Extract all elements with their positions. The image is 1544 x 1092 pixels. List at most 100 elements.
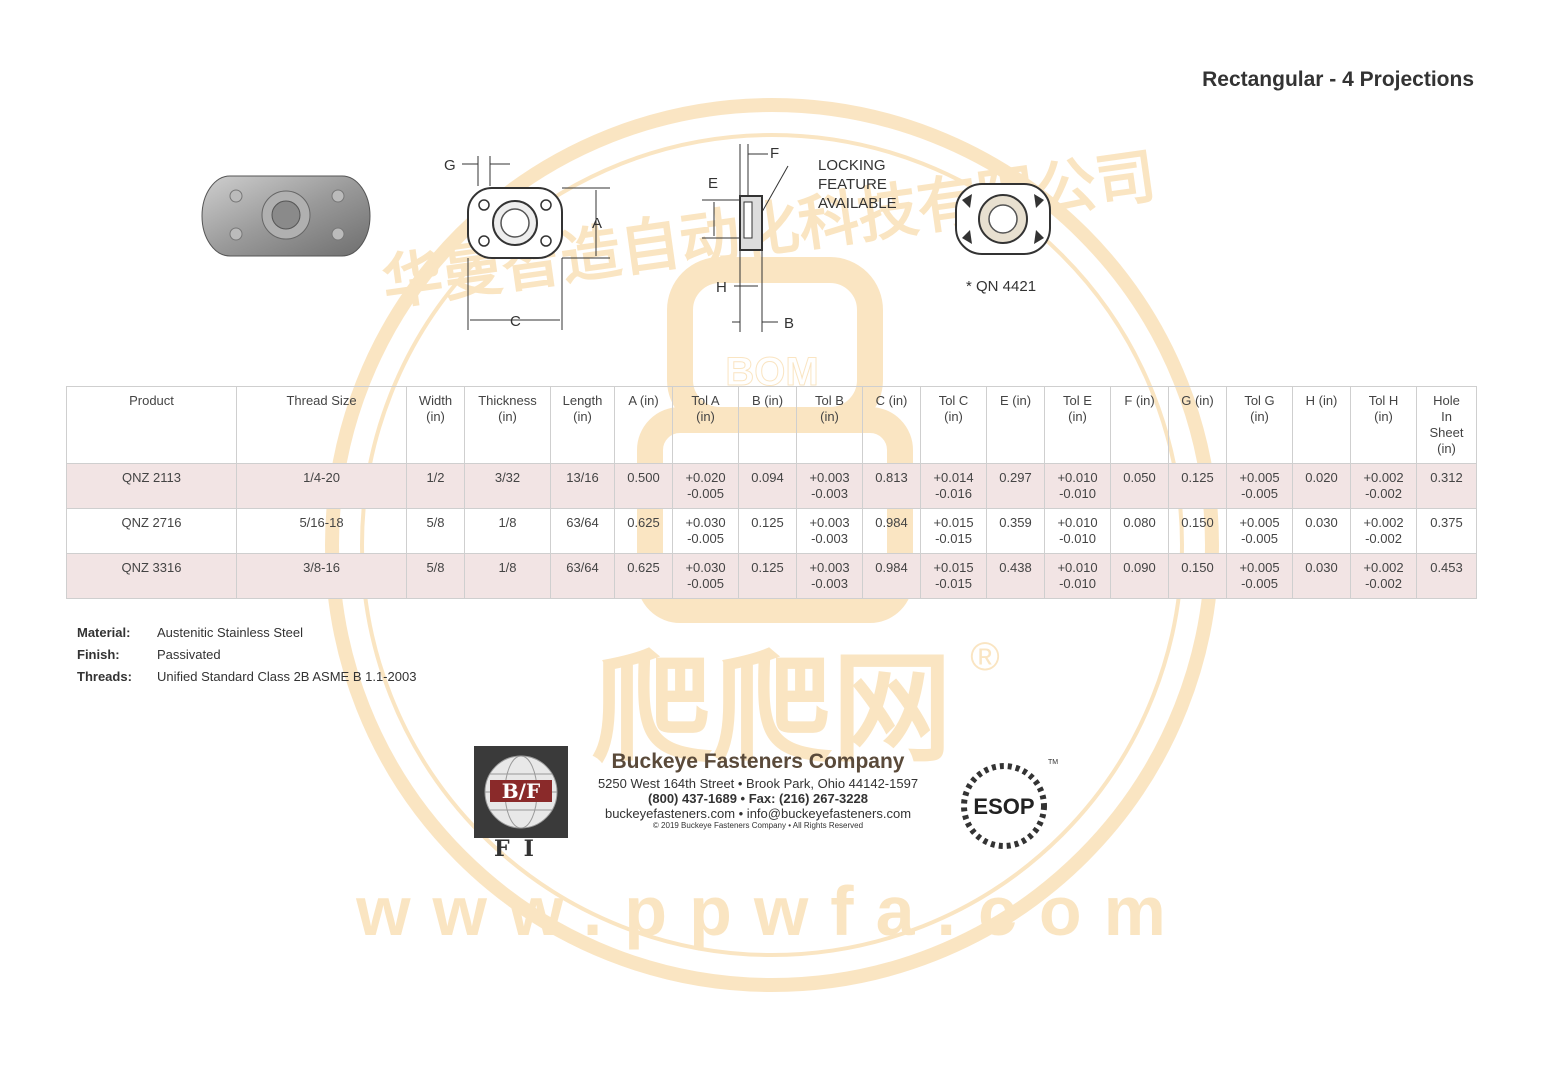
table-cell-line: +0.003 bbox=[809, 560, 850, 575]
column-header-line: H (in) bbox=[1305, 393, 1338, 408]
table-cell-line: -0.010 bbox=[1059, 531, 1096, 546]
locking-note-line: FEATURE bbox=[818, 176, 887, 193]
table-cell: +0.020-0.005 bbox=[672, 463, 739, 509]
table-cell: +0.002-0.002 bbox=[1350, 508, 1417, 554]
table-cell-line: 1/2 bbox=[426, 470, 445, 485]
table-cell: 63/64 bbox=[550, 508, 615, 554]
column-header-line: G (in) bbox=[1181, 393, 1214, 408]
table-cell-line: +0.002 bbox=[1363, 515, 1404, 530]
property-row: Material: Austenitic Stainless Steel bbox=[77, 625, 416, 647]
table-cell-line: 63/64 bbox=[566, 560, 599, 575]
dim-label-a: A bbox=[592, 215, 602, 232]
table-cell-line: 0.080 bbox=[1123, 515, 1156, 530]
dim-label-c: C bbox=[510, 313, 521, 330]
table-cell-line: 3/32 bbox=[494, 470, 521, 485]
dim-label-f: F bbox=[770, 145, 779, 162]
column-header-line: F (in) bbox=[1124, 393, 1155, 408]
table-cell: +0.002-0.002 bbox=[1350, 553, 1417, 599]
column-header: Tol C(in) bbox=[920, 386, 987, 464]
table-cell: 0.030 bbox=[1292, 553, 1351, 599]
company-footer: Buckeye Fasteners Company 5250 West 164t… bbox=[588, 750, 928, 830]
table-cell: 13/16 bbox=[550, 463, 615, 509]
table-cell: 0.625 bbox=[614, 508, 673, 554]
table-cell-line: 0.500 bbox=[627, 470, 660, 485]
column-header-line: Thread Size bbox=[286, 393, 357, 408]
product-photo bbox=[201, 175, 371, 257]
table-cell: +0.003-0.003 bbox=[796, 463, 863, 509]
dim-label-b: B bbox=[784, 315, 794, 332]
table-cell-line: 5/8 bbox=[426, 560, 445, 575]
column-header: G (in) bbox=[1168, 386, 1227, 464]
table-cell-line: QNZ 2716 bbox=[121, 515, 182, 530]
table-body: QNZ 2113 1/4-20 1/2 3/32 13/16 0.500 +0.020-0.… bbox=[66, 463, 1477, 599]
column-header: Width(in) bbox=[406, 386, 465, 464]
column-header-line: Tol B bbox=[815, 393, 844, 408]
column-header: Tol B(in) bbox=[796, 386, 863, 464]
table-cell: 1/8 bbox=[464, 508, 551, 554]
table-cell-line: -0.002 bbox=[1365, 531, 1402, 546]
table-cell-line: -0.010 bbox=[1059, 486, 1096, 501]
table-cell: 0.813 bbox=[862, 463, 921, 509]
column-header: B (in) bbox=[738, 386, 797, 464]
page-title: Rectangular - 4 Projections bbox=[1202, 68, 1474, 91]
table-cell: +0.030-0.005 bbox=[672, 553, 739, 599]
esop-logo-tm: TM bbox=[1048, 759, 1058, 766]
dim-label-g: G bbox=[444, 157, 456, 174]
table-cell: 5/8 bbox=[406, 553, 465, 599]
table-cell-line: -0.015 bbox=[935, 576, 972, 591]
table-cell-line: -0.002 bbox=[1365, 576, 1402, 591]
column-header-line: (in) bbox=[426, 409, 445, 424]
table-cell-line: 1/4-20 bbox=[303, 470, 340, 485]
table-cell-line: -0.005 bbox=[687, 531, 724, 546]
table-cell: 0.125 bbox=[1168, 463, 1227, 509]
table-cell: 0.150 bbox=[1168, 553, 1227, 599]
table-cell-line: 0.984 bbox=[875, 560, 908, 575]
table-cell-line: -0.016 bbox=[935, 486, 972, 501]
table-cell: 0.500 bbox=[614, 463, 673, 509]
table-cell-line: +0.010 bbox=[1057, 515, 1098, 530]
locking-note-line: AVAILABLE bbox=[818, 195, 897, 212]
column-header-line: Length bbox=[562, 393, 603, 408]
table-cell-line: +0.005 bbox=[1239, 560, 1280, 575]
dim-label-h: H bbox=[716, 279, 727, 296]
table-cell: 0.625 bbox=[614, 553, 673, 599]
table-cell: 0.984 bbox=[862, 553, 921, 599]
table-cell: 0.050 bbox=[1110, 463, 1169, 509]
table-cell-line: +0.005 bbox=[1239, 515, 1280, 530]
property-label: Finish: bbox=[77, 647, 120, 662]
column-header: Tol G(in) bbox=[1226, 386, 1293, 464]
table-cell: +0.005-0.005 bbox=[1226, 553, 1293, 599]
table-cell: 1/8 bbox=[464, 553, 551, 599]
bfi-logo-bottom: FI bbox=[494, 836, 548, 858]
table-cell-line: 0.625 bbox=[627, 560, 660, 575]
table-cell: 3/32 bbox=[464, 463, 551, 509]
table-cell-line: +0.002 bbox=[1363, 470, 1404, 485]
esop-logo-text: ESOP bbox=[973, 794, 1034, 819]
column-header: H (in) bbox=[1292, 386, 1351, 464]
table-cell-line: 0.125 bbox=[751, 560, 784, 575]
table-cell: +0.014-0.016 bbox=[920, 463, 987, 509]
company-address: 5250 West 164th Street • Brook Park, Ohi… bbox=[597, 776, 919, 791]
table-cell: +0.005-0.005 bbox=[1226, 463, 1293, 509]
property-row: Finish: Passivated bbox=[77, 647, 416, 669]
table-cell: QNZ 2113 bbox=[66, 463, 237, 509]
table-cell-line: 0.453 bbox=[1430, 560, 1463, 575]
table-cell-line: -0.003 bbox=[811, 531, 848, 546]
table-cell-line: 0.150 bbox=[1181, 515, 1214, 530]
table-cell: QNZ 3316 bbox=[66, 553, 237, 599]
table-cell-line: 5/8 bbox=[426, 515, 445, 530]
column-header: Length(in) bbox=[550, 386, 615, 464]
column-header-line: (in) bbox=[1374, 409, 1393, 424]
table-cell-line: +0.015 bbox=[933, 560, 974, 575]
table-cell-line: +0.015 bbox=[933, 515, 974, 530]
table-cell-line: +0.014 bbox=[933, 470, 974, 485]
column-header-line: Tol G bbox=[1244, 393, 1275, 408]
table-cell-line: -0.003 bbox=[811, 486, 848, 501]
table-cell: 0.375 bbox=[1416, 508, 1477, 554]
column-header-line: (in) bbox=[498, 409, 517, 424]
table-cell: +0.005-0.005 bbox=[1226, 508, 1293, 554]
column-header-line: (in) bbox=[573, 409, 592, 424]
bfi-logo: B/F FI bbox=[474, 746, 568, 858]
column-header: F (in) bbox=[1110, 386, 1169, 464]
